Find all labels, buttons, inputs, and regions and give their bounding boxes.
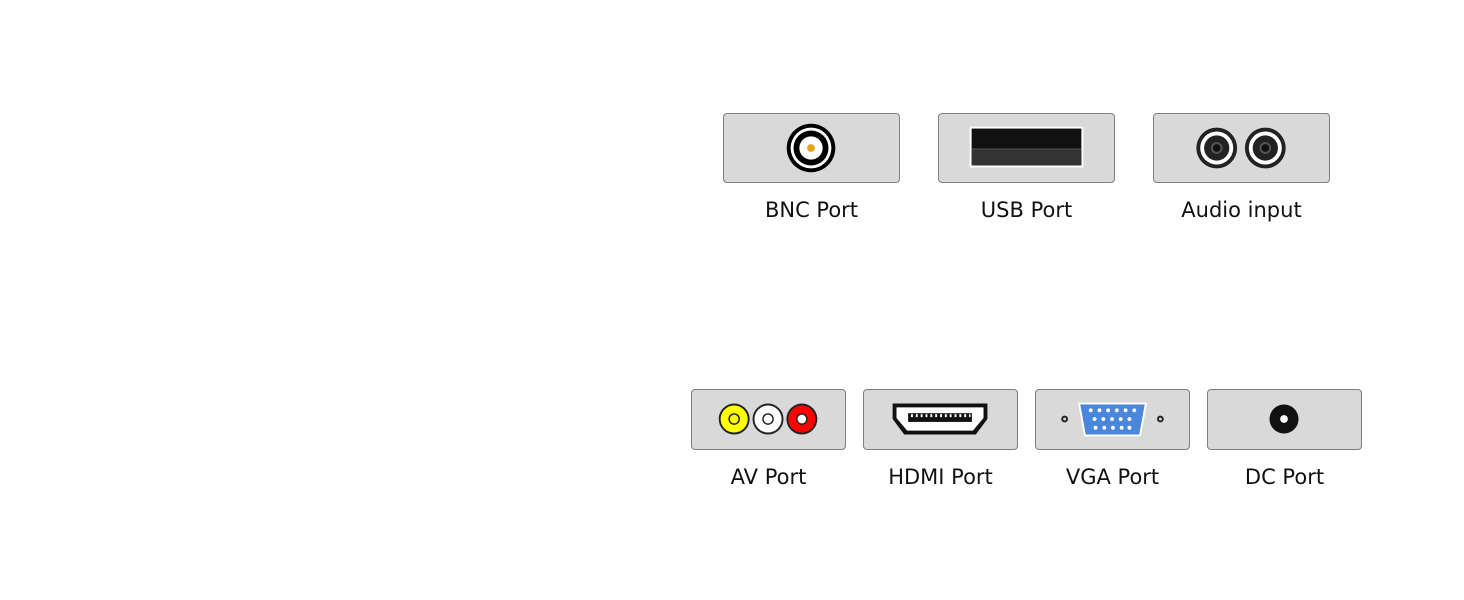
dc-barrel-jack-icon (1269, 404, 1299, 434)
audio-input-label: Audio input (1181, 198, 1302, 222)
audio-input-panel (1153, 113, 1330, 183)
usb-port-panel (938, 113, 1115, 183)
dc-port-panel (1207, 389, 1362, 450)
dc-port-label: DC Port (1244, 465, 1325, 489)
bnc-port-panel (723, 113, 900, 183)
hdmi-connector-icon (892, 403, 988, 435)
usb-connector-icon (969, 126, 1084, 168)
bnc-connector-icon (786, 123, 836, 173)
vga-port-label: VGA Port (1065, 465, 1160, 489)
av-port-panel (691, 389, 846, 450)
usb-port-label: USB Port (980, 198, 1073, 222)
rca-av-jacks-icon (718, 403, 818, 435)
audio-jack-pair-icon (1196, 127, 1286, 169)
vga-port-panel (1035, 389, 1190, 450)
vga-connector-icon (1061, 402, 1164, 437)
bnc-port-label: BNC Port (764, 198, 859, 222)
av-port-label: AV Port (730, 465, 807, 489)
hdmi-port-label: HDMI Port (888, 465, 993, 489)
hdmi-port-panel (863, 389, 1018, 450)
